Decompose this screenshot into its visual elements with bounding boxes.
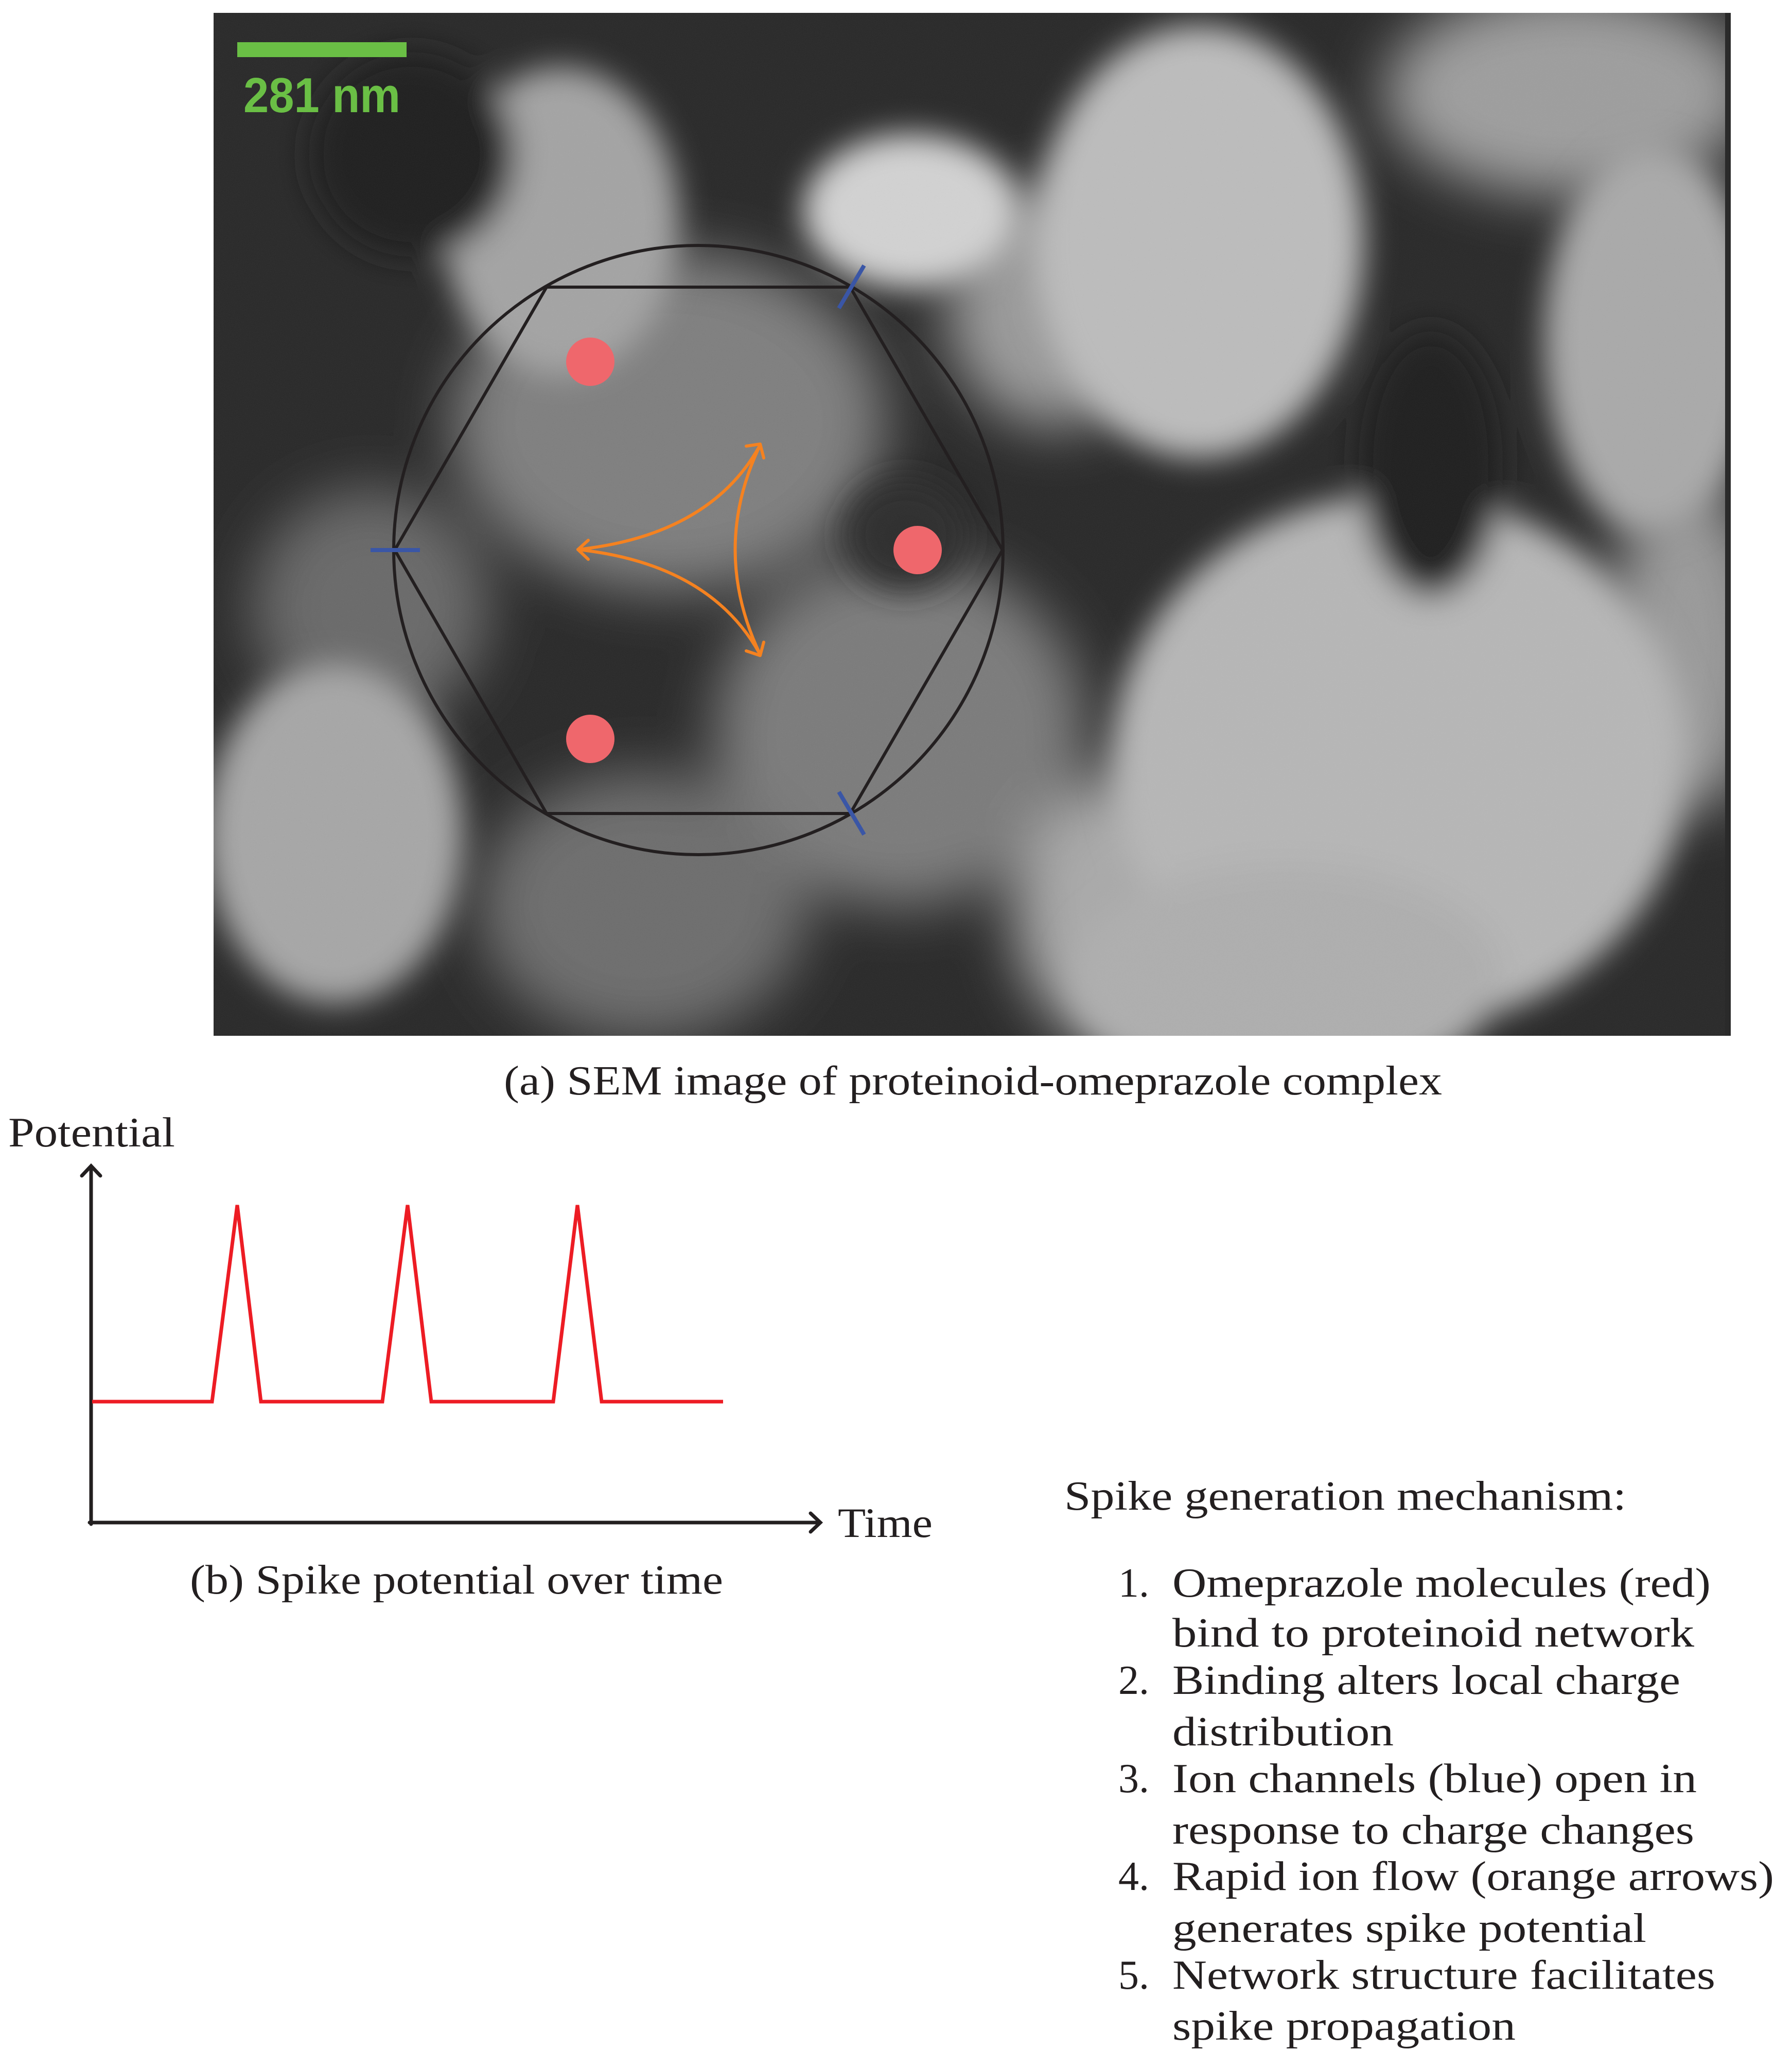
omeprazole-molecules [566,338,942,763]
list-item-line: distribution [1172,1709,1394,1755]
scale-bar-label: 281 nm [243,68,400,123]
ion-flow-curve [733,444,762,656]
mechanism-heading: Spike generation mechanism: [1064,1474,1626,1519]
axes [80,1163,823,1534]
molecule-dot-icon [566,338,614,386]
list-item-line: Binding alters local charge [1172,1658,1680,1703]
list-item-line: generates spike potential [1172,1906,1646,1951]
scale-bar: 281 nm [237,42,407,123]
scale-bar-line [237,42,407,57]
ion-flow-arrows [576,443,765,657]
list-item-line: Omeprazole molecules (red) [1172,1561,1711,1606]
list-item-number: 4. [1118,1854,1149,1899]
y-axis-arrowhead-icon [80,1163,102,1178]
spike-trace [92,1205,723,1404]
panel-b-caption: (b) Spike potential over time [190,1558,723,1603]
arrowhead-icon [576,539,590,561]
list-item-line: bind to proteinoid network [1172,1611,1694,1656]
ion-channel-icon [837,790,866,836]
spike-chart: Potential Time (b) Spike potential over … [8,1109,933,1603]
list-item: 3. Ion channels (blue) open in response … [1118,1756,1697,1853]
ion-channel-icon [837,264,866,310]
arrowhead-icon [745,443,765,459]
list-item-number: 2. [1118,1658,1149,1703]
list-item-line: response to charge changes [1172,1808,1694,1853]
x-axis-label: Time [838,1499,933,1546]
list-item: 4. Rapid ion flow (orange arrows) genera… [1118,1854,1774,1951]
list-item-line: Network structure facilitates [1172,1953,1715,1998]
list-item: 1. Omeprazole molecules (red) bind to pr… [1118,1561,1711,1656]
mechanism-list: Spike generation mechanism: 1. Omeprazol… [1064,1474,1774,2049]
ion-flow-curve [576,444,762,551]
sem-image [214,13,1731,1036]
list-item: 2. Binding alters local charge distribut… [1118,1658,1680,1755]
list-item-line: Ion channels (blue) open in [1172,1756,1697,1801]
list-item-line: Rapid ion flow (orange arrows) [1172,1854,1774,1899]
ion-flow-curve [576,548,762,656]
list-item-number: 3. [1118,1756,1149,1801]
panel-a-caption: (a) SEM image of proteinoid-omeprazole c… [504,1058,1442,1104]
x-axis-arrowhead-icon [809,1511,823,1534]
molecule-dot-icon [566,715,614,763]
list-item: 5. Network structure facilitates spike p… [1118,1953,1715,2049]
list-item-number: 5. [1118,1953,1149,1998]
arrowhead-icon [745,641,765,657]
list-item-number: 1. [1118,1561,1149,1606]
list-item-line: spike propagation [1172,2004,1516,2049]
y-axis-label: Potential [8,1109,175,1156]
molecule-dot-icon [893,526,942,574]
ion-channels [371,264,866,836]
